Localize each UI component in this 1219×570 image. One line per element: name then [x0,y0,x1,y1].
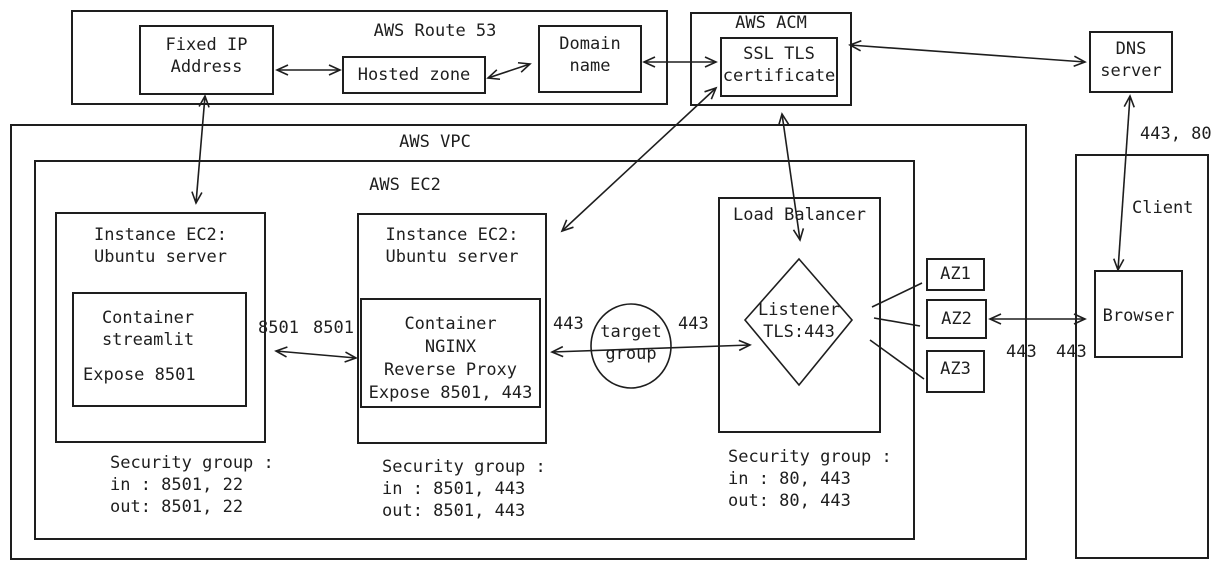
tg-port-left: 443 [553,314,584,334]
security-group-lb: Security group : in : 80, 443 out: 80, 4… [728,447,892,511]
instance-streamlit-box [55,212,266,443]
target-group-label: target group [600,322,662,364]
client-label: Client [1132,198,1194,218]
container-nginx-box [360,298,541,408]
security-group-streamlit: Security group : in : 8501, 22 out: 8501… [110,453,274,517]
load-balancer-box [718,197,881,433]
az3-label: AZ3 [940,359,971,379]
client-port-left: 443 [1006,342,1037,362]
port-8501-left: 8501 [258,318,299,338]
route53-title: AWS Route 53 [373,21,497,41]
dns-server-box [1089,31,1173,93]
vpc-box [10,124,1027,560]
fixed-ip-label: Fixed IP Address [165,35,248,77]
listener-label: Listener TLS:443 [758,300,840,342]
client-box [1075,154,1209,559]
az1-label: AZ1 [940,264,971,284]
browser-box [1094,270,1183,358]
port-8501-right: 8501 [313,318,354,338]
arrow-acm-dns [848,40,1087,67]
arrow-streamlit-nginx [274,346,358,363]
container-nginx-label: Container NGINX Reverse Proxy Expose 850… [368,314,533,403]
az2-box [926,299,987,339]
load-balancer-title: Load Balancer [732,205,867,225]
container-streamlit-label: Container streamlit [101,308,195,350]
client-port-right: 443 [1056,342,1087,362]
container-streamlit-box [72,292,247,407]
instance-nginx-box [357,213,547,444]
arrow-fixedip-instance1 [191,94,210,205]
hosted-zone-box [342,56,486,94]
arrow-dns-browser [1113,94,1135,272]
tg-port-right: 443 [678,314,709,334]
ec2-box [34,160,915,540]
arrow-acm-instance2 [560,86,718,233]
security-group-nginx: Security group : in : 8501, 443 out: 850… [382,457,546,521]
certificate-box [720,37,838,97]
domain-name-box [538,25,642,93]
instance-nginx-title: Instance EC2: Ubuntu server [385,225,519,267]
az3-box [926,350,985,393]
arrow-nginx-listener [550,339,752,358]
instance-streamlit-title: Instance EC2: Ubuntu server [93,225,228,267]
az1-box [926,258,985,291]
acm-box [690,12,852,106]
arrow-acm-listener [777,112,805,242]
ec2-title: AWS EC2 [369,175,441,195]
dns-ports-label: 443, 80 [1140,124,1212,144]
route53-box [71,10,668,105]
line-listener-az2 [873,317,921,327]
acm-title: AWS ACM [735,13,807,33]
expose-streamlit-label: Expose 8501 [83,365,196,385]
arrow-hostedzone-domain [486,61,532,81]
fixed-ip-box [139,25,274,95]
vpc-title: AWS VPC [399,132,471,152]
certificate-label: SSL TLS certificate [722,44,836,86]
listener-diamond [743,257,854,387]
browser-label: Browser [1102,306,1175,326]
dns-server-label: DNS server [1100,39,1162,81]
domain-name-label: Domain name [559,34,621,76]
az2-label: AZ2 [941,309,972,329]
hosted-zone-label: Hosted zone [357,65,471,85]
